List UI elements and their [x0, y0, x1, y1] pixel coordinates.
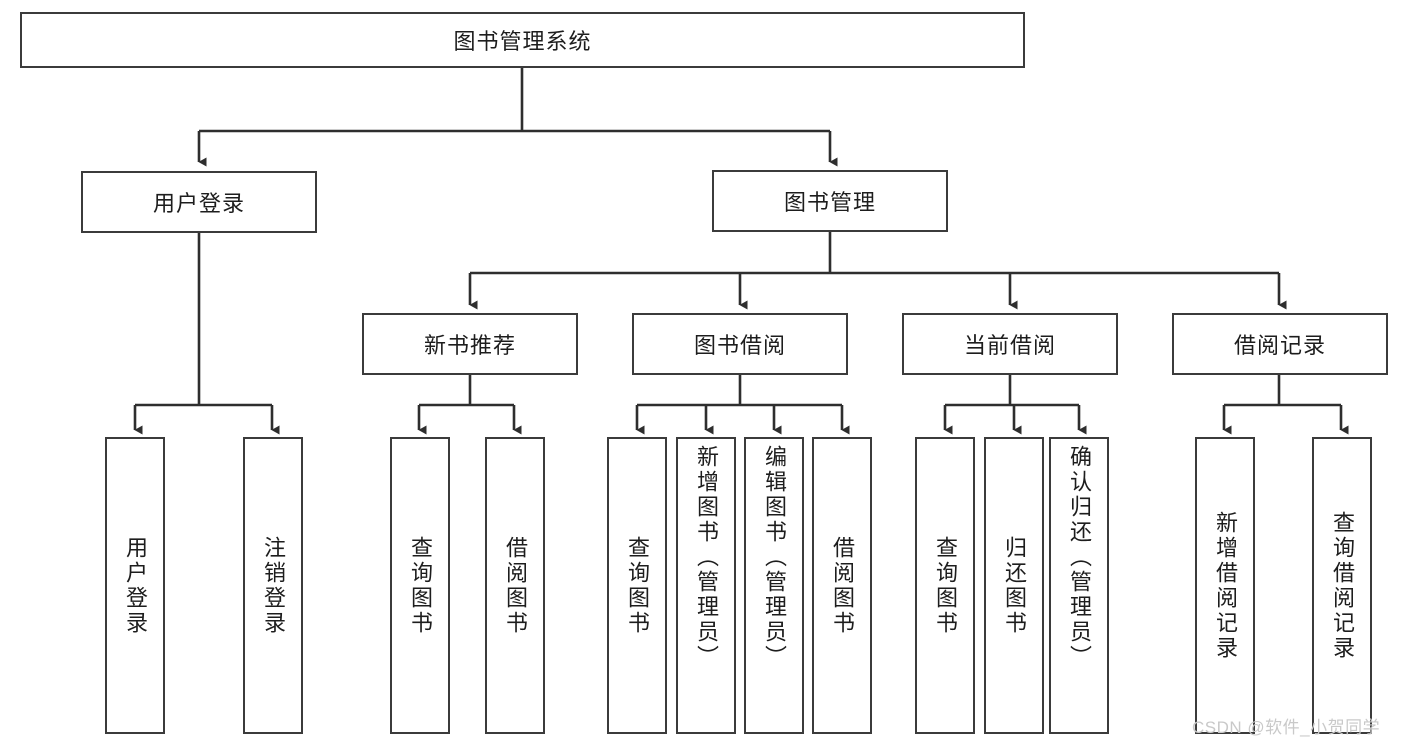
node-label: 注销登录 [261, 535, 286, 636]
node-label: 新增图书（管理员） [694, 445, 719, 670]
node-label: 编辑图书（管理员） [762, 445, 787, 670]
node-current-borrow[interactable]: 当前借阅 [902, 313, 1118, 375]
node-label: 查询图书 [408, 535, 433, 636]
leaf-user-login-logout[interactable]: 注销登录 [243, 437, 303, 734]
leaf-user-login-login[interactable]: 用户登录 [105, 437, 165, 734]
leaf-borrow-record-query[interactable]: 查询借阅记录 [1312, 437, 1372, 734]
leaf-borrow-record-add[interactable]: 新增借阅记录 [1195, 437, 1255, 734]
watermark: CSDN @软件_小贺同学 [1192, 718, 1381, 737]
node-label: 查询借阅记录 [1330, 510, 1355, 661]
leaf-new-book-query[interactable]: 查询图书 [390, 437, 450, 734]
node-label: 图书借阅 [693, 333, 786, 358]
node-new-book-recommend[interactable]: 新书推荐 [362, 313, 578, 375]
node-label: 图书管理 [783, 190, 876, 215]
node-label: 图书管理系统 [453, 29, 592, 54]
leaf-book-borrow-add[interactable]: 新增图书（管理员） [676, 437, 736, 734]
node-label: 确认归还（管理员） [1067, 445, 1092, 670]
node-label: 查询图书 [933, 535, 958, 636]
leaf-new-book-borrow[interactable]: 借阅图书 [485, 437, 545, 734]
node-book-management[interactable]: 图书管理 [712, 170, 948, 232]
node-user-login[interactable]: 用户登录 [81, 171, 317, 233]
leaf-book-borrow-borrow[interactable]: 借阅图书 [812, 437, 872, 734]
node-label: 新书推荐 [423, 333, 516, 358]
leaf-book-borrow-edit[interactable]: 编辑图书（管理员） [744, 437, 804, 734]
node-label: 借阅记录 [1233, 333, 1326, 358]
leaf-current-borrow-return[interactable]: 归还图书 [984, 437, 1044, 734]
leaf-book-borrow-query[interactable]: 查询图书 [607, 437, 667, 734]
node-label: 借阅图书 [830, 535, 855, 636]
node-label: 用户登录 [123, 535, 148, 636]
node-borrow-record[interactable]: 借阅记录 [1172, 313, 1388, 375]
node-label: 归还图书 [1002, 535, 1027, 636]
node-label: 当前借阅 [963, 333, 1056, 358]
node-label: 新增借阅记录 [1213, 510, 1238, 661]
leaf-current-borrow-query[interactable]: 查询图书 [915, 437, 975, 734]
node-label: 用户登录 [152, 191, 245, 216]
node-label: 查询图书 [625, 535, 650, 636]
node-root-library-system[interactable]: 图书管理系统 [20, 12, 1025, 68]
node-label: 借阅图书 [503, 535, 528, 636]
leaf-current-borrow-confirm-return[interactable]: 确认归还（管理员） [1049, 437, 1109, 734]
node-book-borrow[interactable]: 图书借阅 [632, 313, 848, 375]
